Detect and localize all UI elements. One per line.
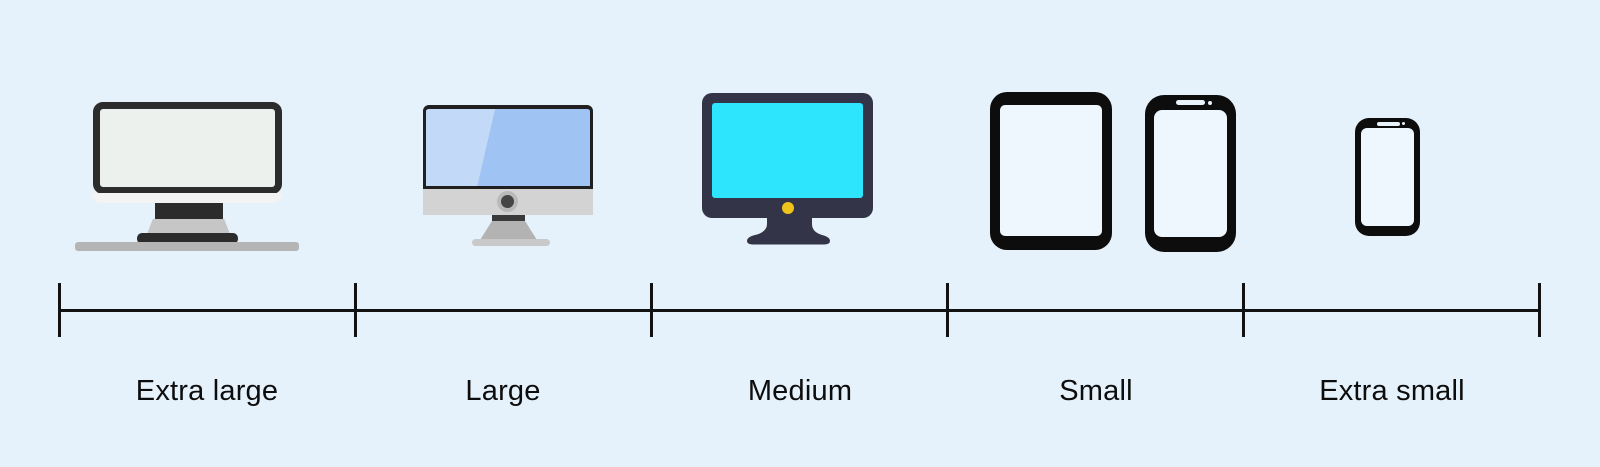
desktop-monitor-foot — [137, 233, 238, 244]
axis-tick — [1242, 283, 1245, 337]
desktop-monitor-chin — [92, 193, 282, 203]
axis-tick — [354, 283, 357, 337]
breakpoint-label-medium: Medium — [747, 375, 853, 407]
axis-tick — [946, 283, 949, 337]
small-smartphone-speaker — [1377, 122, 1400, 126]
breakpoint-label-large: Large — [465, 375, 541, 407]
small-smartphone-icon — [1355, 118, 1420, 236]
smartphone-speaker — [1176, 100, 1205, 105]
smartphone-screen — [1154, 110, 1227, 237]
desktop-monitor-base — [75, 242, 299, 251]
imac-stand — [480, 221, 537, 240]
desktop-monitor-screen — [93, 102, 282, 194]
breakpoint-label-extra-small: Extra small — [1319, 375, 1465, 407]
desktop-monitor-icon — [75, 102, 299, 251]
tablet-screen — [1000, 105, 1102, 236]
axis-tick — [58, 283, 61, 337]
size-axis-line — [59, 309, 1540, 312]
monitor-stand — [747, 218, 830, 245]
imac-screen — [423, 105, 593, 189]
breakpoint-label-extra-large: Extra large — [135, 375, 279, 407]
monitor-power-dot — [782, 202, 794, 214]
small-smartphone-camera-dot — [1402, 122, 1405, 125]
imac-icon — [423, 105, 593, 246]
monitor-screen — [712, 103, 863, 198]
imac-base — [472, 239, 550, 246]
axis-tick — [1538, 283, 1541, 337]
tablet-and-smartphone-icons — [990, 92, 1236, 252]
imac-hinge — [492, 215, 525, 221]
breakpoint-label-small: Small — [1059, 375, 1133, 407]
desktop-monitor-neck — [155, 203, 223, 219]
desktop-monitor-pedestal — [147, 219, 230, 234]
smartphone-camera-dot — [1208, 101, 1212, 105]
small-smartphone-screen — [1361, 128, 1414, 226]
axis-tick — [650, 283, 653, 337]
imac-logo-dot — [501, 195, 514, 208]
monitor-icon — [702, 93, 873, 245]
